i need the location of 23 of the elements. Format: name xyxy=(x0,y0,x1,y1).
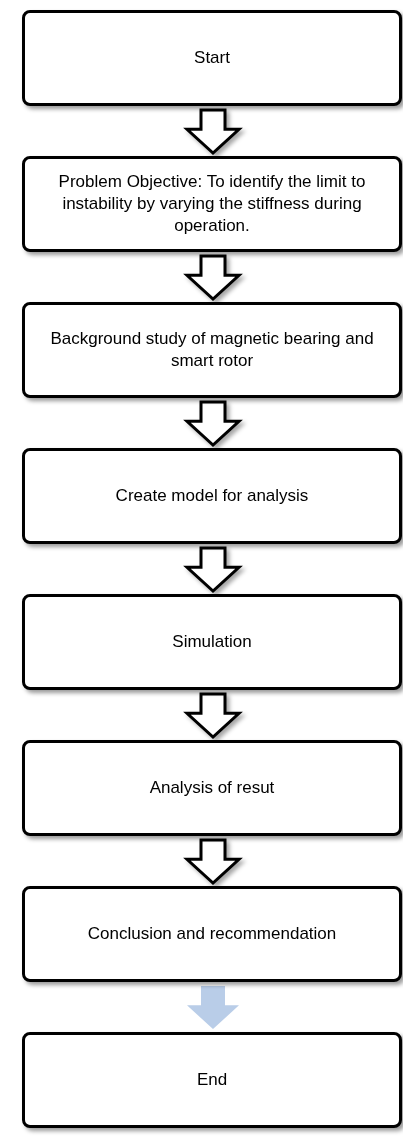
block-arrow xyxy=(183,108,243,156)
step-text: Create model for analysis xyxy=(115,485,309,507)
block-arrow xyxy=(183,546,243,594)
step-text: Problem Objective: To identify the limit to instability by varying the stiffness during operation. xyxy=(57,171,367,237)
process-box xyxy=(22,10,402,106)
process-box xyxy=(22,740,402,836)
block-arrow xyxy=(183,692,243,740)
step-text: Start xyxy=(194,47,230,69)
step-text: Analysis of resut xyxy=(149,777,275,799)
block-arrow xyxy=(187,986,239,1029)
step-text: Conclusion and recommendation xyxy=(87,923,337,945)
process-box xyxy=(22,594,402,690)
step-text: Simulation xyxy=(172,631,252,653)
block-arrow xyxy=(183,254,243,302)
process-box xyxy=(22,156,402,252)
block-arrow xyxy=(183,838,243,886)
block-arrow xyxy=(183,400,243,448)
process-box xyxy=(22,886,402,982)
process-box xyxy=(22,448,402,544)
step-text: Background study of magnetic bearing and smart rotor xyxy=(49,328,375,372)
process-box xyxy=(22,1032,402,1128)
process-box xyxy=(22,302,402,398)
step-text: End xyxy=(196,1069,228,1091)
